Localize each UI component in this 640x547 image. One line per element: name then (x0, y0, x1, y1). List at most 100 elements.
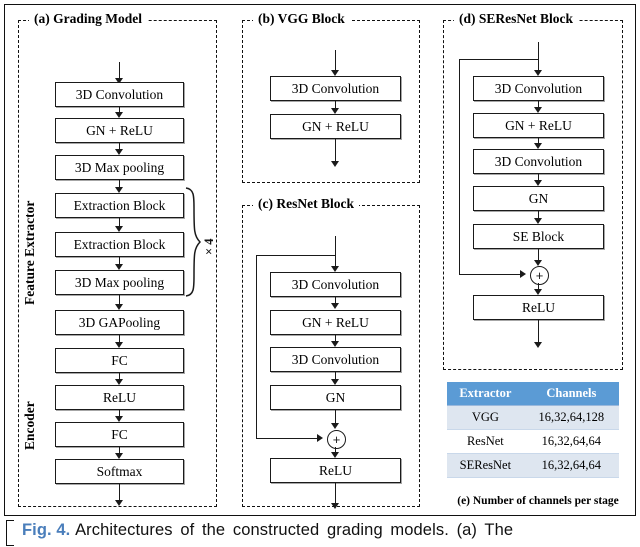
skip-d-arrow (520, 270, 526, 278)
conn-c-3 (335, 372, 336, 379)
table-row: ResNet 16,32,64,64 (447, 429, 619, 454)
conn-a-6-arrow (115, 304, 123, 310)
conn-d-exit-arrow (534, 342, 542, 348)
box-b-gn-relu: GN + ReLU (270, 114, 401, 139)
skip-c-left (256, 255, 257, 439)
conn-d-5-arrow (534, 260, 542, 266)
panel-a-entry-arrow (115, 78, 123, 84)
sum-node-seresnet: + (530, 266, 549, 285)
column-header-channels: Channels (523, 382, 619, 406)
box-c-3d-convolution-2: 3D Convolution (270, 347, 401, 372)
conn-c-2 (335, 335, 336, 341)
conn-a-7-arrow (115, 342, 123, 348)
conn-c-entry (335, 236, 336, 268)
conn-a-5 (119, 257, 120, 264)
column-header-extractor: Extractor (447, 382, 524, 406)
conn-b-exit-arrow (331, 161, 339, 167)
box-a-3d-max-pooling-2: 3D Max pooling (55, 270, 184, 295)
conn-d-1 (538, 101, 539, 107)
conn-d-3-arrow (534, 180, 542, 186)
conn-d-2-arrow (534, 143, 542, 149)
conn-b-entry (335, 50, 336, 72)
conn-b-exit (335, 139, 336, 163)
conn-d-5 (538, 249, 539, 262)
conn-a-exit (119, 484, 120, 502)
box-c-gn: GN (270, 385, 401, 410)
conn-a-9-arrow (115, 416, 123, 422)
conn-a-8-arrow (115, 379, 123, 385)
box-a-3d-convolution: 3D Convolution (55, 82, 184, 107)
box-a-3d-max-pooling-1: 3D Max pooling (55, 155, 184, 180)
conn-d-3 (538, 174, 539, 180)
box-a-fc-2: FC (55, 422, 184, 447)
box-a-3d-gapooling: 3D GAPooling (55, 310, 184, 335)
conn-a-4 (119, 218, 120, 226)
box-d-gn-relu: GN + ReLU (473, 113, 604, 138)
conn-d-exit (538, 320, 539, 344)
figure-outer-frame (4, 4, 636, 516)
label-encoder: Encoder (22, 401, 37, 450)
skip-d-bottom (459, 274, 521, 275)
panel-b-title: (b) VGG Block (253, 11, 350, 26)
box-a-fc-1: FC (55, 348, 184, 373)
conn-c-2-arrow (331, 341, 339, 347)
cell-channels-seresnet: 16,32,64,64 (523, 453, 619, 478)
conn-c-entry-arrow (331, 266, 339, 272)
panel-grading-model: (a) Grading Model (18, 11, 217, 507)
channels-table: Extractor Channels VGG 16,32,64,128 ResN… (447, 382, 619, 478)
panel-d-title: (d) SEResNet Block (454, 11, 578, 26)
conn-a-7 (119, 335, 120, 342)
conn-b-1-arrow (331, 108, 339, 114)
conn-d-6-arrow (534, 289, 542, 295)
cell-channels-resnet: 16,32,64,64 (523, 429, 619, 454)
repeat-count-label: × 4 (202, 238, 216, 256)
cell-channels-vgg: 16,32,64,128 (523, 405, 619, 430)
panel-vgg-block: (b) VGG Block (242, 11, 420, 183)
conn-c-1 (335, 297, 336, 303)
figure-caption-text: Architectures of the constructed grading… (75, 521, 514, 539)
panel-seresnet-block: (d) SEResNet Block (443, 11, 623, 370)
conn-c-1-arrow (331, 303, 339, 309)
caption-bracket (6, 520, 14, 546)
conn-a-6 (119, 295, 120, 304)
conn-a-3 (119, 180, 120, 187)
box-c-relu: ReLU (270, 458, 401, 483)
conn-a-9 (119, 410, 120, 416)
box-b-3d-convolution: 3D Convolution (270, 76, 401, 101)
box-d-3d-convolution-1: 3D Convolution (473, 76, 604, 101)
skip-d-left (459, 59, 460, 275)
conn-a-2 (119, 143, 120, 149)
conn-a-4-arrow (115, 226, 123, 232)
conn-a-exit-arrow (115, 500, 123, 506)
conn-c-5-arrow (331, 452, 339, 458)
conn-d-4 (538, 211, 539, 218)
channels-table-head: Extractor Channels (447, 382, 619, 406)
conn-c-4 (335, 410, 336, 425)
box-d-gn: GN (473, 186, 604, 211)
skip-c-top (256, 255, 336, 256)
box-d-relu: ReLU (473, 295, 604, 320)
conn-c-3-arrow (331, 379, 339, 385)
box-d-3d-convolution-2: 3D Convolution (473, 149, 604, 174)
conn-a-5-arrow (115, 264, 123, 270)
conn-d-4-arrow (534, 218, 542, 224)
panel-c-title: (c) ResNet Block (253, 196, 359, 211)
conn-c-exit-arrow (331, 503, 339, 509)
box-c-gn-relu: GN + ReLU (270, 310, 401, 335)
conn-a-10-arrow (115, 453, 123, 459)
panel-a-entry-line (119, 62, 120, 80)
conn-d-entry-arrow (534, 70, 542, 76)
cell-extractor-resnet: ResNet (447, 429, 524, 454)
conn-c-5 (335, 447, 336, 452)
table-header-row: Extractor Channels (447, 382, 619, 406)
figure-caption: Fig. 4. Architectures of the constructed… (22, 521, 634, 540)
box-a-relu: ReLU (55, 385, 184, 410)
conn-a-1 (119, 107, 120, 113)
conn-b-entry-arrow (331, 70, 339, 76)
cell-extractor-vgg: VGG (447, 405, 524, 430)
box-d-se-block: SE Block (473, 224, 604, 249)
conn-d-entry (538, 42, 539, 72)
channels-table-body: VGG 16,32,64,128 ResNet 16,32,64,64 SERe… (447, 405, 619, 478)
conn-a-2-arrow (115, 149, 123, 155)
